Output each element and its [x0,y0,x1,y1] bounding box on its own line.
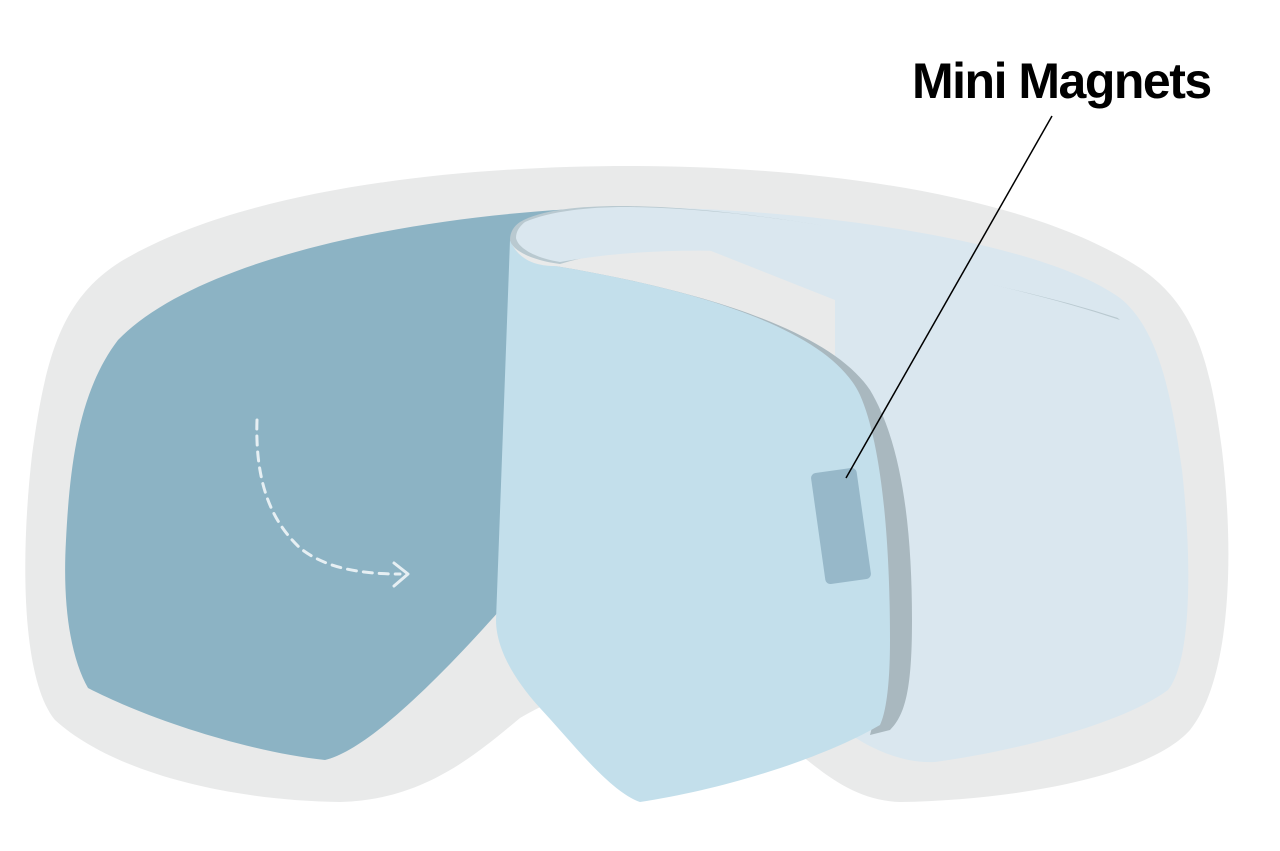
callout-leader-line [845,115,1053,479]
mini-magnet [811,467,871,585]
callout-label-mini-magnets: Mini Magnets [912,53,1212,109]
swing-lens [496,240,890,802]
swing-lens-curl [516,207,1118,318]
left-lens [65,207,620,760]
curved-dashed-arrow-icon [255,418,410,588]
